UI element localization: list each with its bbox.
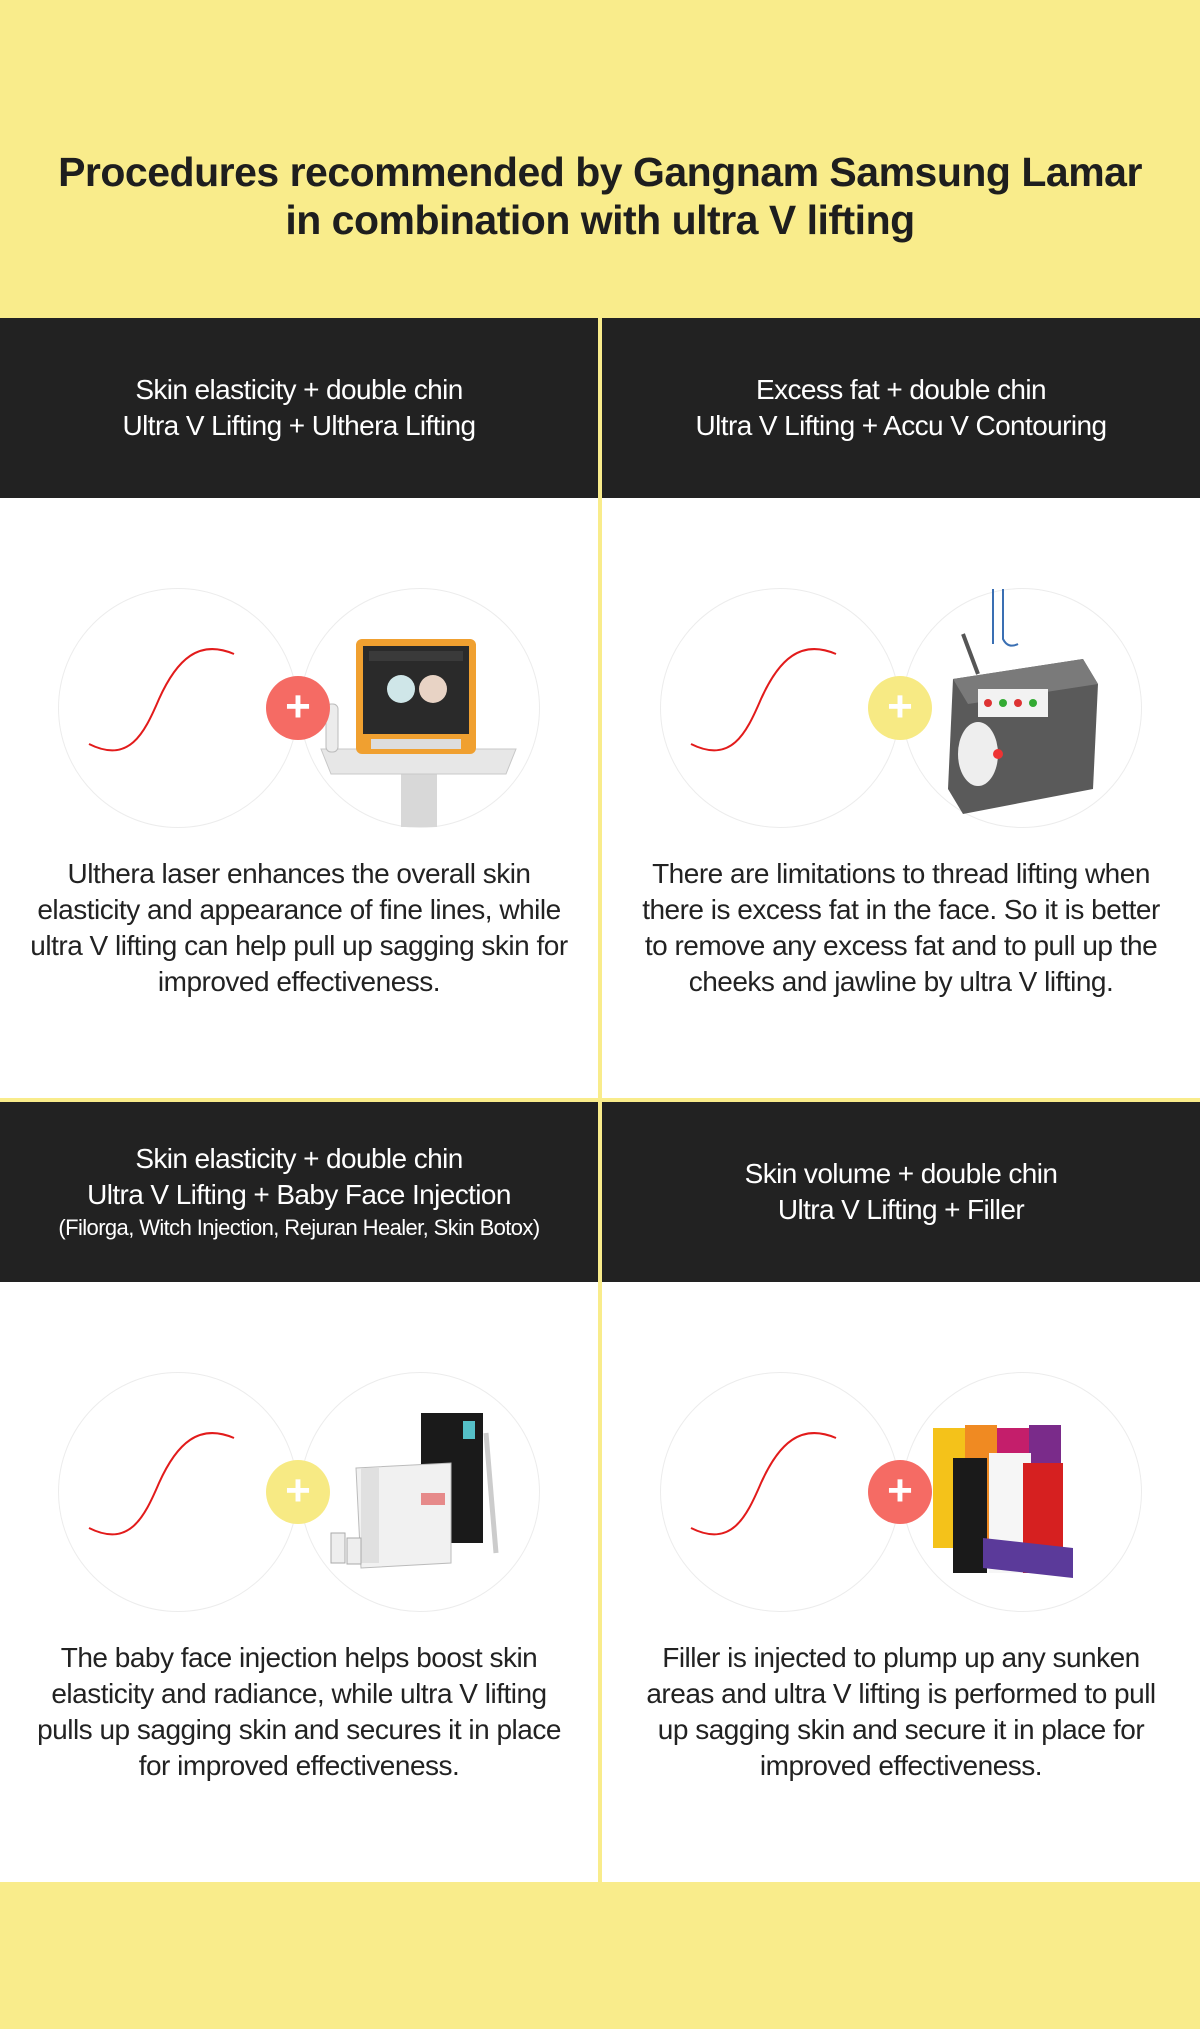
procedure-grid: Skin elasticity + double chin Ultra V Li… bbox=[0, 318, 1200, 1882]
plus-icon: + bbox=[266, 676, 330, 740]
plus-icon: + bbox=[868, 1460, 932, 1524]
procedure-card-ulthera: Skin elasticity + double chin Ultra V Li… bbox=[0, 318, 598, 1098]
product-circle bbox=[300, 588, 540, 828]
card-visual: + bbox=[602, 1372, 1200, 1612]
procedure-card-filler: Skin volume + double chin Ultra V Liftin… bbox=[602, 1102, 1200, 1882]
product-circle bbox=[902, 1372, 1142, 1612]
accu-v-laser-machine-icon bbox=[948, 589, 1098, 814]
card-visual: + bbox=[602, 588, 1200, 828]
procedure-card-accu-v: Excess fat + double chin Ultra V Lifting… bbox=[602, 318, 1200, 1098]
plus-icon: + bbox=[868, 676, 932, 740]
card-header-line-1: Excess fat + double chin bbox=[756, 374, 1047, 405]
card-header: Skin volume + double chin Ultra V Liftin… bbox=[602, 1102, 1200, 1282]
card-description: Filler is injected to plump up any sunke… bbox=[646, 1642, 1156, 1781]
thread-curve-icon bbox=[88, 648, 235, 752]
thread-curve-icon bbox=[690, 648, 837, 752]
thread-curve-circle bbox=[660, 1372, 900, 1612]
card-header-line-2: Ultra V Lifting + Baby Face Injection bbox=[87, 1179, 511, 1210]
ulthera-device-icon bbox=[320, 639, 517, 827]
card-header-line-2: Ultra V Lifting + Filler bbox=[777, 1194, 1025, 1225]
procedure-card-baby-face: Skin elasticity + double chin Ultra V Li… bbox=[0, 1102, 598, 1882]
card-visual: + bbox=[0, 1372, 598, 1612]
thread-curve-icon bbox=[690, 1432, 837, 1536]
card-description: The baby face injection helps boost skin… bbox=[37, 1642, 561, 1781]
card-header: Skin elasticity + double chin Ultra V Li… bbox=[0, 318, 598, 498]
card-header: Excess fat + double chin Ultra V Lifting… bbox=[602, 318, 1200, 498]
card-header-line-2: Ultra V Lifting + Accu V Contouring bbox=[695, 410, 1108, 441]
column-divider bbox=[598, 318, 602, 1882]
card-header: Skin elasticity + double chin Ultra V Li… bbox=[0, 1102, 598, 1282]
card-header-subtext: (Filorga, Witch Injection, Rejuran Heale… bbox=[58, 1215, 540, 1240]
card-header-line-1: Skin elasticity + double chin bbox=[135, 1143, 463, 1174]
title-line-2: in combination with ultra V lifting bbox=[285, 197, 915, 243]
plus-icon: + bbox=[266, 1460, 330, 1524]
injection-products-icon bbox=[330, 1413, 499, 1569]
page-title: Procedures recommended by Gangnam Samsun… bbox=[0, 148, 1200, 244]
thread-curve-circle bbox=[58, 1372, 298, 1612]
thread-curve-circle bbox=[660, 588, 900, 828]
filler-boxes-icon bbox=[933, 1425, 1073, 1578]
card-description: There are limitations to thread lifting … bbox=[642, 858, 1160, 997]
card-visual: + bbox=[0, 588, 598, 828]
thread-curve-icon bbox=[88, 1432, 235, 1536]
thread-curve-circle bbox=[58, 588, 298, 828]
card-header-line-1: Skin elasticity + double chin bbox=[135, 374, 463, 405]
product-circle bbox=[902, 588, 1142, 828]
title-line-1: Procedures recommended by Gangnam Samsun… bbox=[58, 149, 1142, 195]
card-description: Ulthera laser enhances the overall skin … bbox=[30, 858, 568, 997]
card-header-line-1: Skin volume + double chin bbox=[744, 1158, 1058, 1189]
card-header-line-2: Ultra V Lifting + Ulthera Lifting bbox=[122, 410, 477, 441]
product-circle bbox=[300, 1372, 540, 1612]
